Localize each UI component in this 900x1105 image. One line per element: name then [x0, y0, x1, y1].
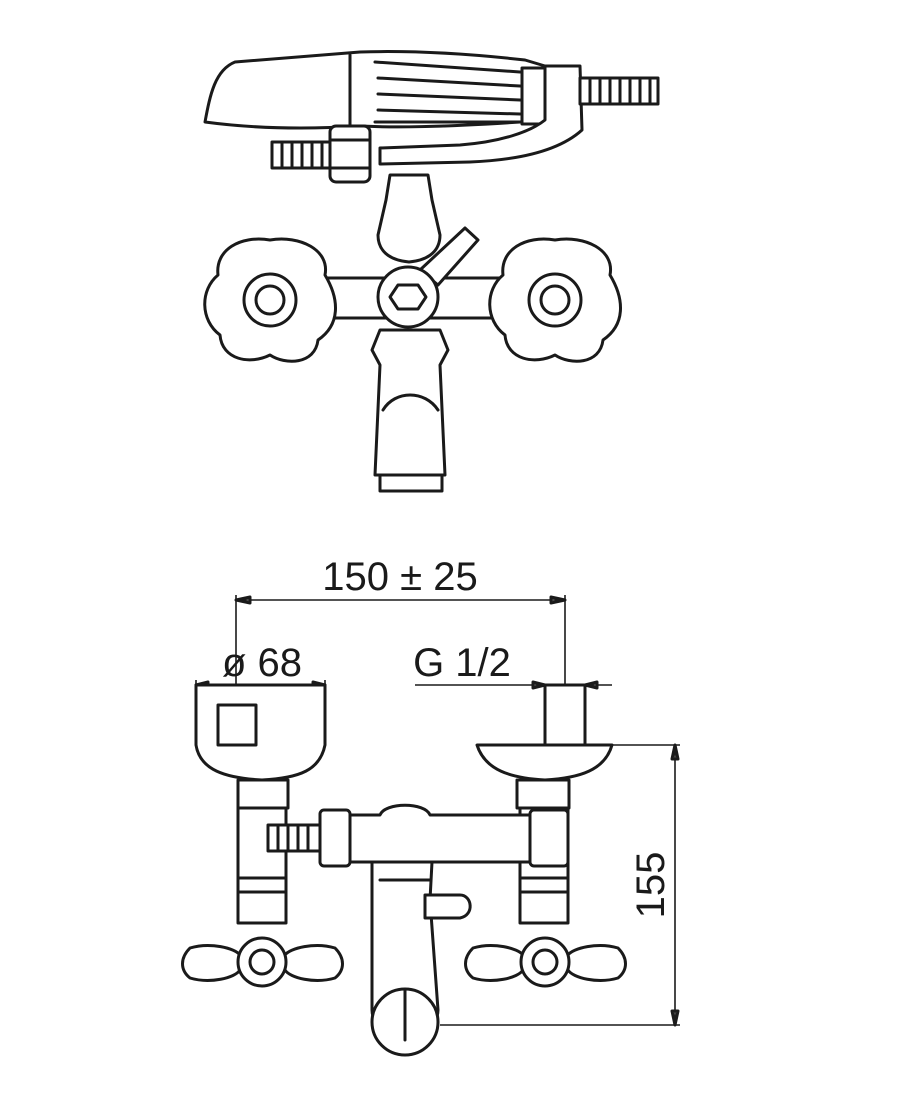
diverter-knob	[423, 893, 472, 920]
left-nut	[236, 778, 290, 810]
hex-nut-icon	[388, 283, 428, 311]
mixer-bar	[338, 803, 562, 864]
hand-shower	[203, 50, 660, 184]
handle-left	[203, 237, 337, 363]
right-wall-bell	[475, 743, 614, 782]
hose-thread-left	[270, 124, 372, 184]
dimension-label-bell-diameter: ø 68	[222, 641, 302, 685]
dimension-center-distance: 150 ± 25	[234, 555, 567, 690]
dimension-label-thread: G 1/2	[413, 641, 511, 685]
spout-outlet	[378, 473, 444, 493]
top-view	[203, 50, 660, 493]
hose-thread-right	[578, 76, 660, 106]
hand-shower-holder	[528, 808, 570, 868]
shower-hose-thread	[266, 808, 352, 868]
dimension-label-center-distance: 150 ± 25	[322, 555, 477, 599]
left-wall-bell	[194, 683, 327, 782]
dimension-label-height: 155	[629, 852, 673, 919]
handle-right	[488, 237, 622, 363]
diverter-body	[376, 173, 442, 264]
right-inlet-pipe	[543, 683, 587, 747]
right-nut	[515, 778, 571, 810]
front-handle-left	[181, 936, 344, 988]
dimension-thread: G 1/2	[413, 641, 612, 690]
front-handle-right	[464, 936, 627, 988]
front-view: 150 ± 25 ø 68 G 1/2 155	[181, 555, 680, 1057]
spout	[370, 328, 450, 477]
dimension-height: 155	[440, 743, 680, 1027]
